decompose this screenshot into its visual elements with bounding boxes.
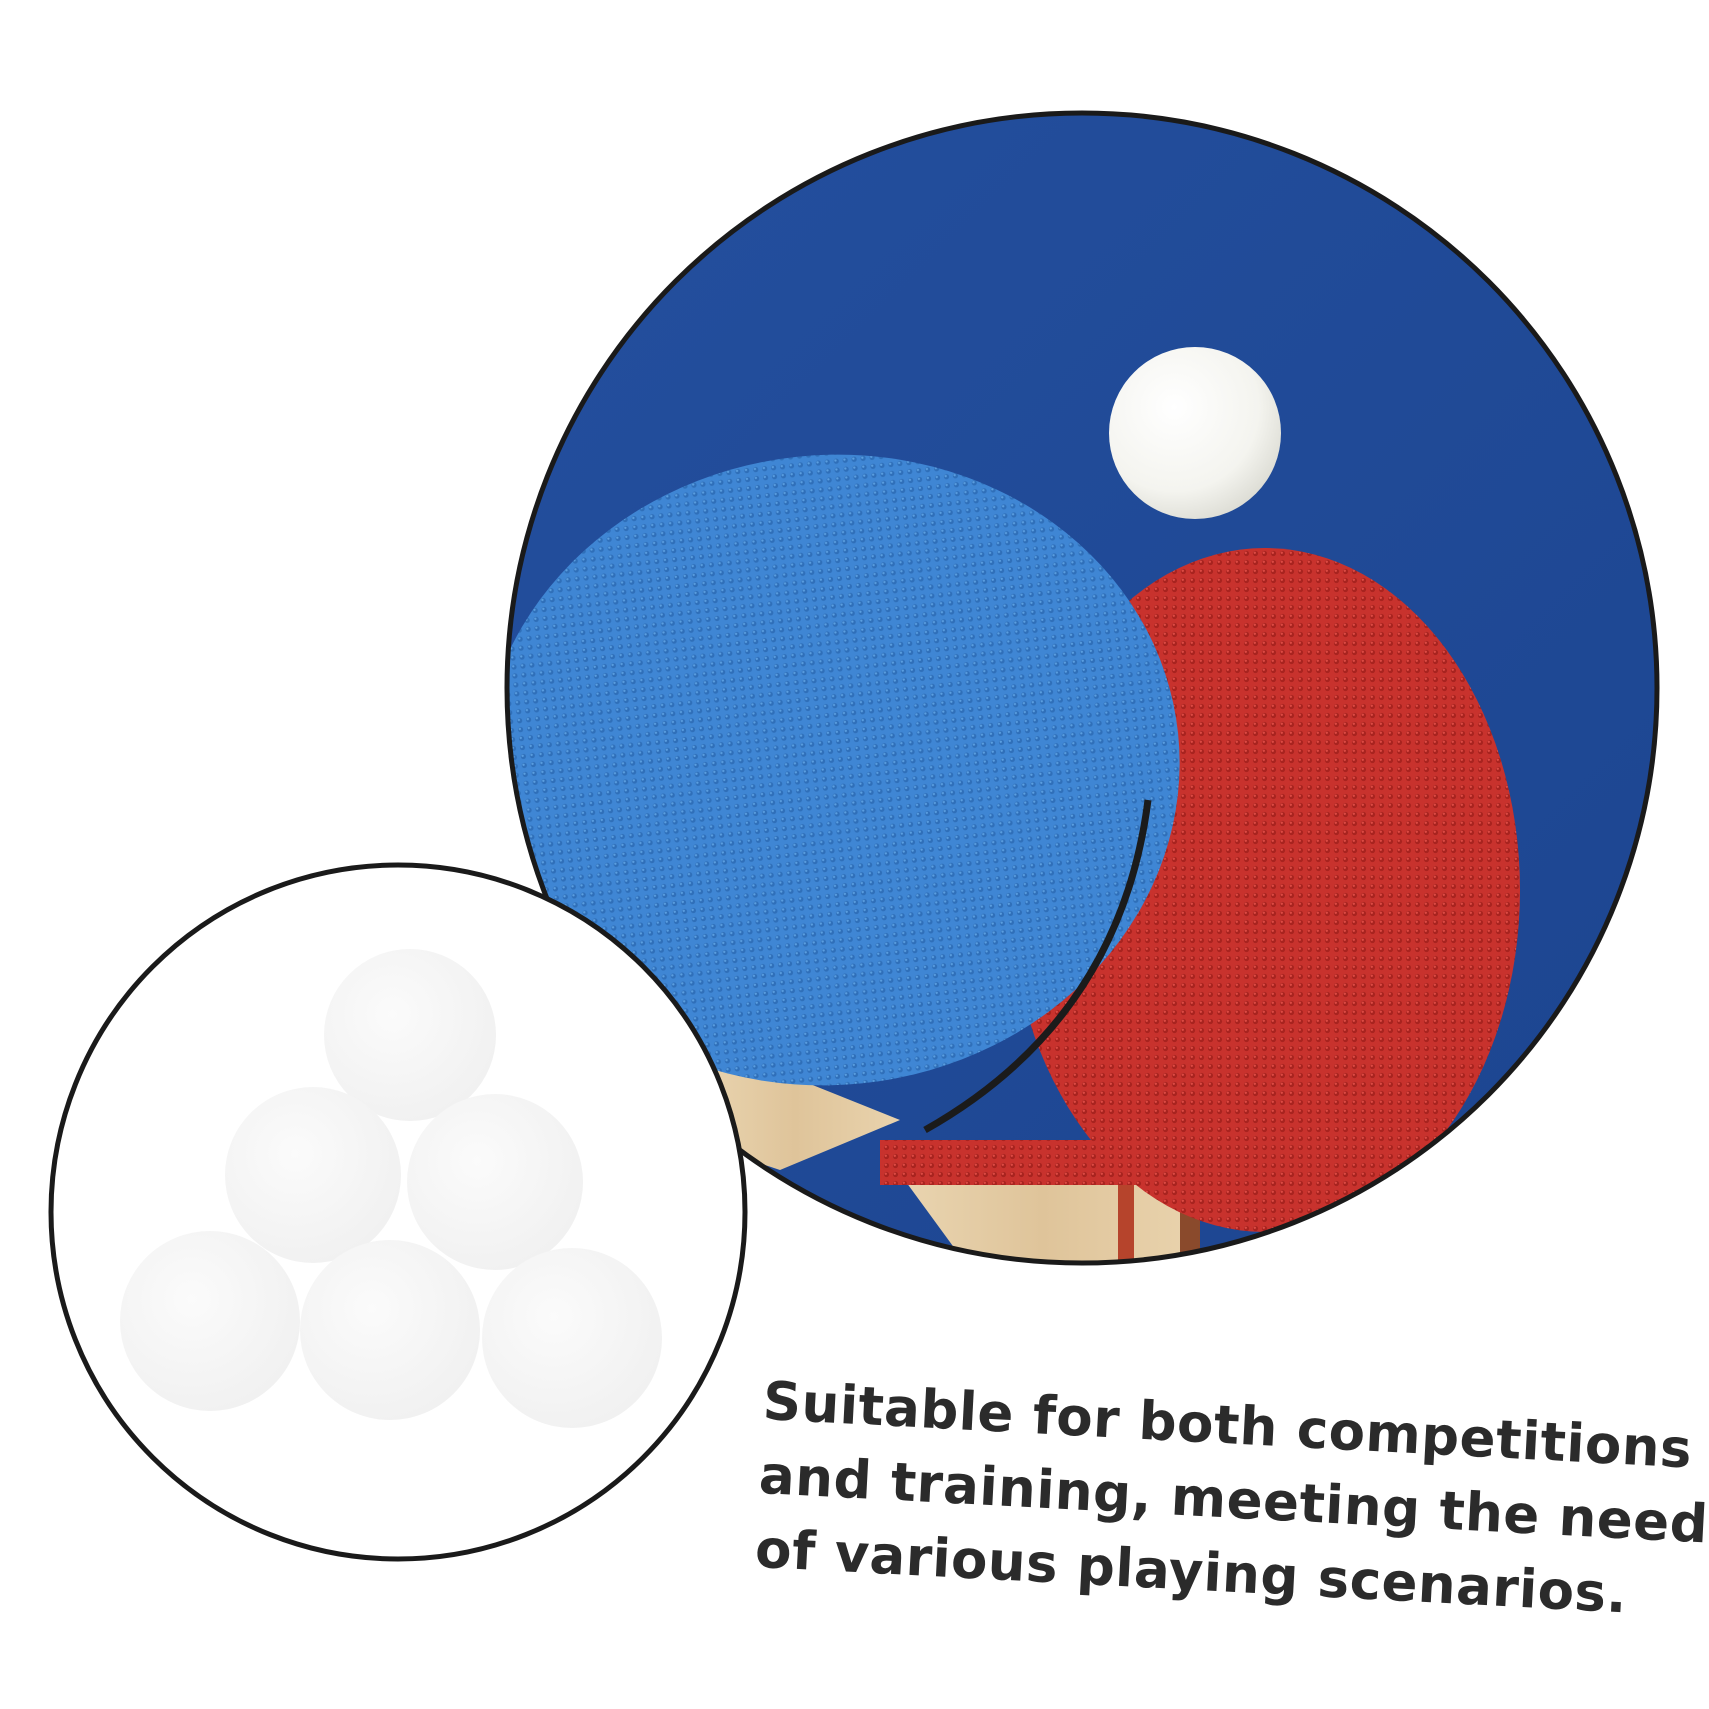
ping-pong-ball <box>225 1087 401 1263</box>
ping-pong-ball <box>324 949 496 1121</box>
product-caption: Suitable for both competitions and train… <box>753 1365 1709 1630</box>
balls-circle-border <box>48 862 748 1562</box>
ping-pong-ball <box>300 1240 480 1420</box>
ping-pong-ball <box>407 1094 583 1270</box>
ping-pong-ball <box>482 1248 662 1428</box>
blue-paddle <box>507 454 1180 1134</box>
photo-circle-border <box>504 110 1660 1266</box>
balls-photo <box>48 862 748 1562</box>
ping-pong-ball <box>1109 347 1281 519</box>
ping-pong-ball <box>120 1231 300 1411</box>
